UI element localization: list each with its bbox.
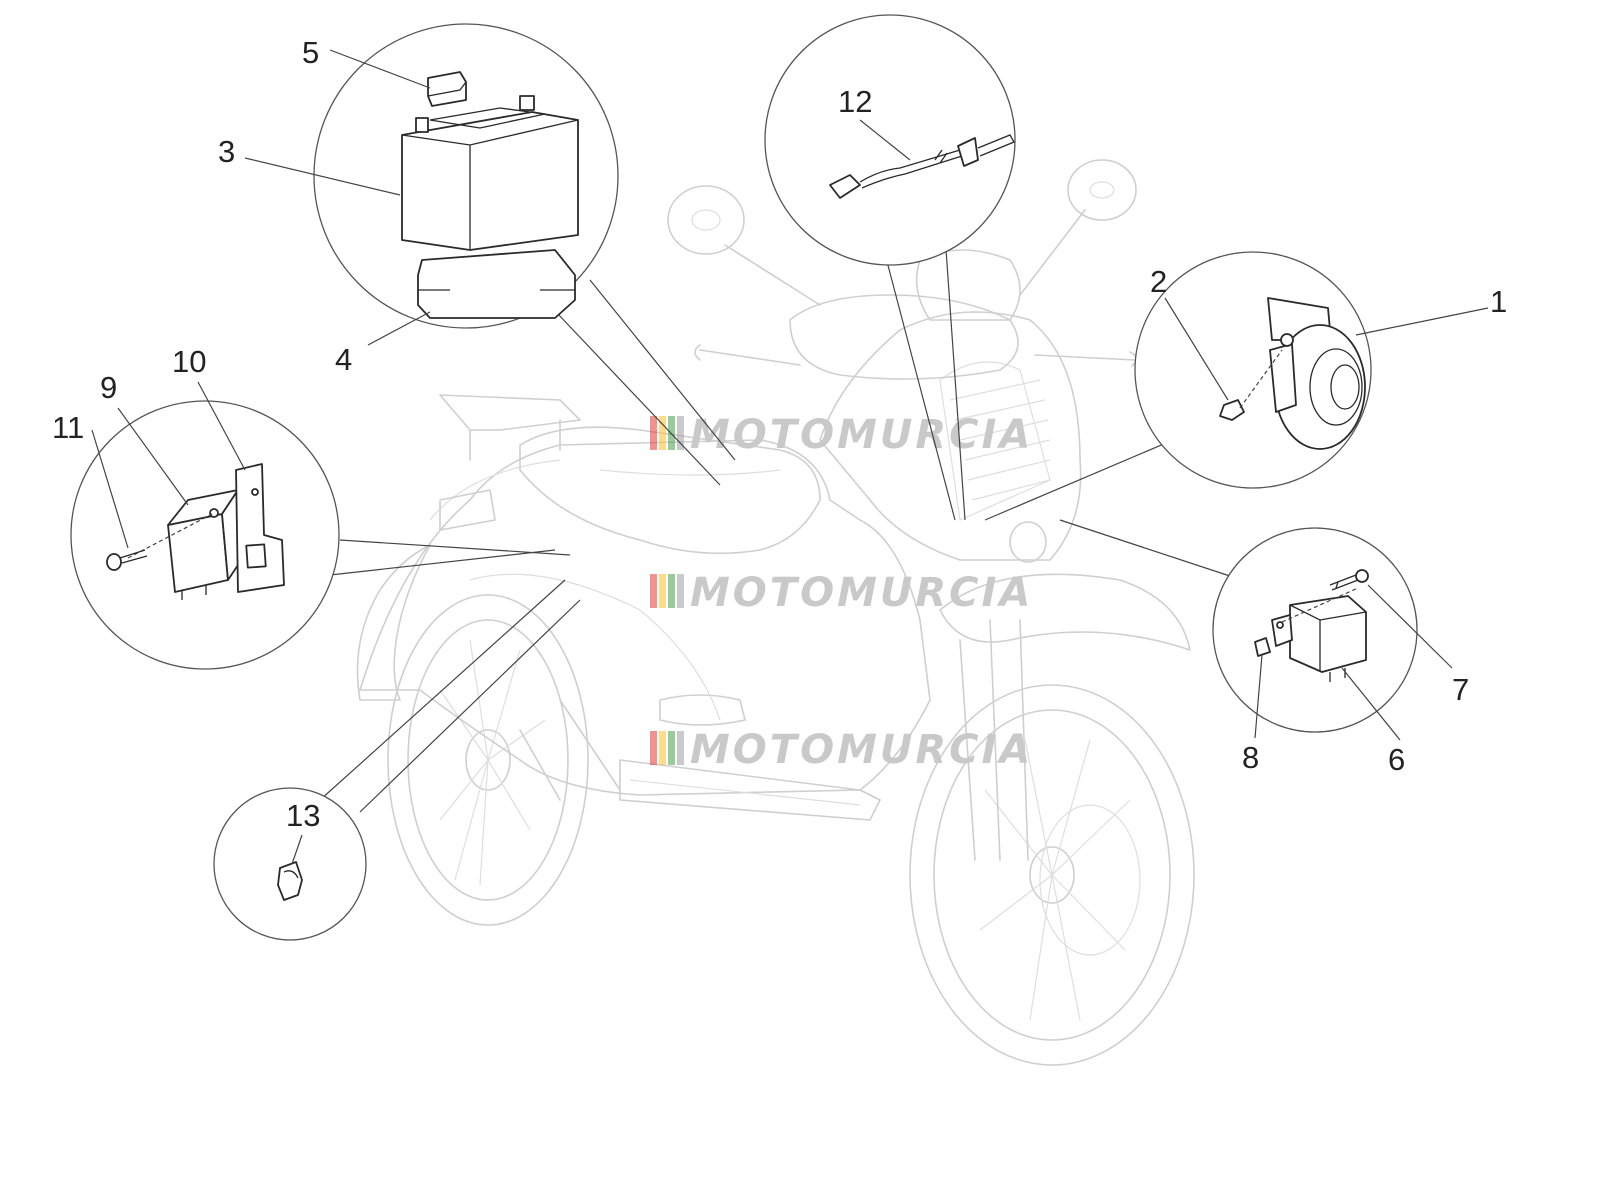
horn-bolt (1219, 399, 1245, 421)
scooter-outline (356, 159, 1195, 1066)
relay-left (167, 513, 229, 593)
callout-5: 5 (302, 35, 319, 70)
callout-7: 7 (1452, 672, 1469, 707)
horn-detail: 1 2 (984, 251, 1507, 521)
battery-terminal-left (415, 117, 429, 133)
relay-right (1289, 595, 1367, 673)
callout-12: 12 (838, 84, 872, 119)
battery-tray (417, 249, 576, 319)
relay-screw (1355, 569, 1369, 583)
watermark-text-2: MOTOMURCIA (690, 570, 1033, 616)
clamp-detail: 13 (213, 579, 581, 941)
callout-6: 6 (1388, 742, 1405, 777)
watermark-text-3: MOTOMURCIA (690, 727, 1033, 773)
watermark: MOTOMURCIA MOTOMURCIA MOTOMURCIA (650, 412, 1033, 773)
callout-9: 9 (100, 370, 117, 405)
battery-terminal-right (519, 95, 535, 111)
relay-screw-left (106, 553, 122, 571)
grommet (957, 137, 979, 167)
watermark-text-1: MOTOMURCIA (690, 412, 1033, 458)
relay-right-detail: 7 8 6 (1059, 519, 1469, 777)
battery-detail: 5 3 4 (218, 23, 736, 486)
callout-3: 3 (218, 134, 235, 169)
clip-nut (1254, 637, 1271, 657)
callout-2: 2 (1150, 264, 1167, 299)
callout-10: 10 (172, 344, 206, 379)
connector (829, 174, 861, 199)
callout-4: 4 (335, 342, 352, 377)
callout-8: 8 (1242, 740, 1259, 775)
cable-clamp (277, 861, 303, 901)
relay-left-detail: 11 9 10 (52, 344, 571, 670)
callout-1: 1 (1490, 284, 1507, 319)
callout-13: 13 (286, 798, 320, 833)
callout-11: 11 (52, 410, 84, 445)
wiring-detail: 12 (764, 14, 1016, 521)
